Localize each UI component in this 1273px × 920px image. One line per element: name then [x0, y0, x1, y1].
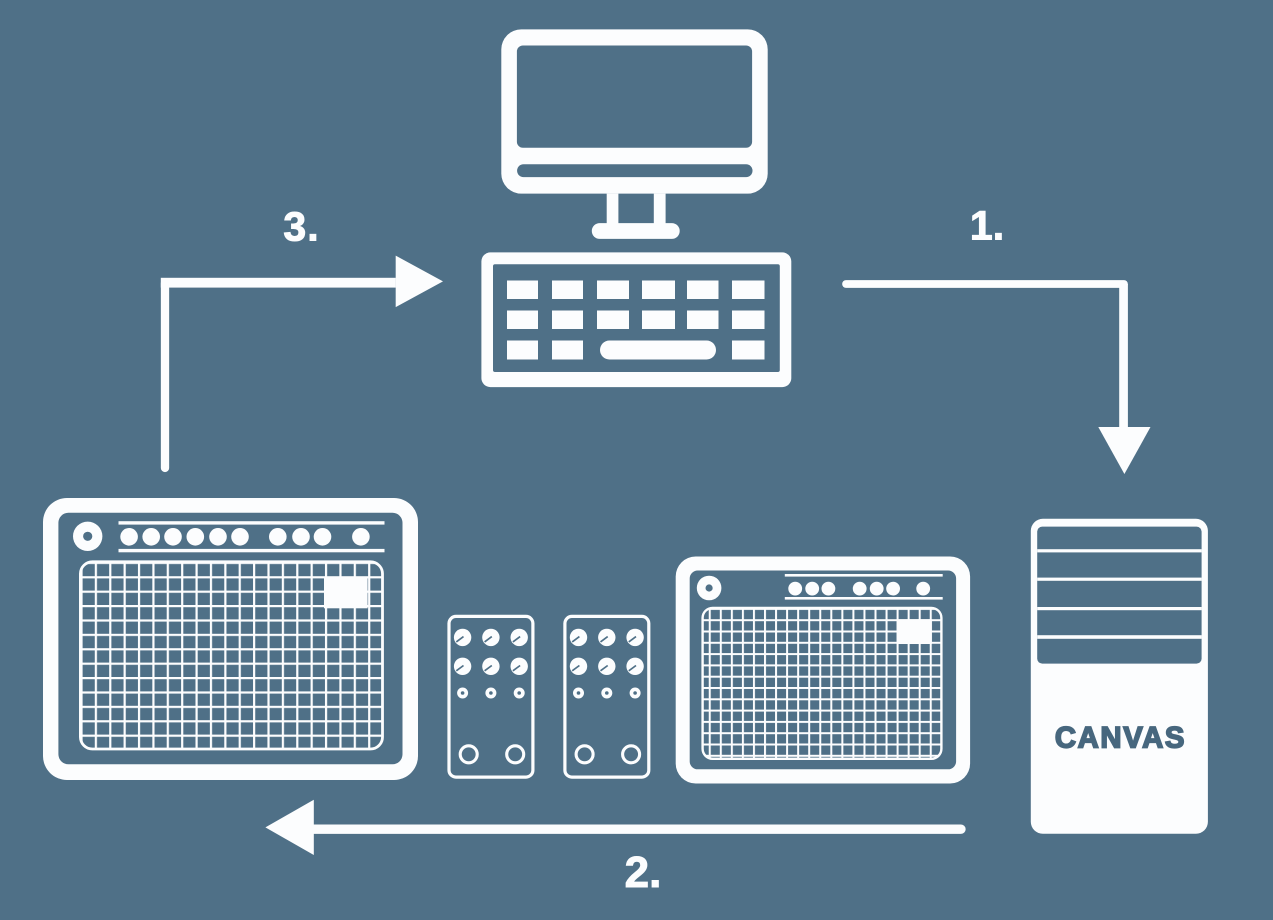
svg-text:2.: 2.	[625, 848, 662, 897]
svg-text:1.: 1.	[970, 203, 1004, 249]
svg-text:3.: 3.	[283, 204, 319, 250]
svg-text:CANVAS: CANVAS	[1055, 721, 1186, 754]
